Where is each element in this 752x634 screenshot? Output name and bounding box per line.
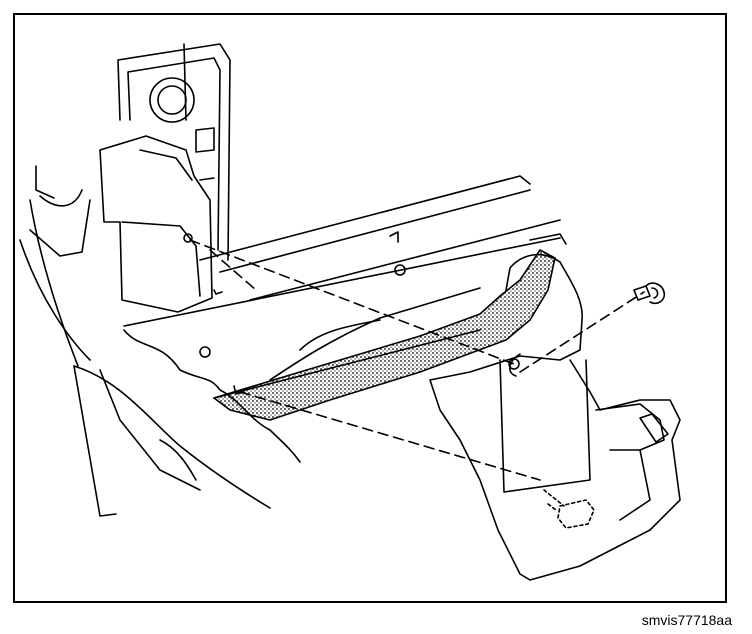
pillar-structure [117,43,231,261]
retainer-hole-lower [508,358,520,370]
figure-id-code: smvis77718aa [641,612,732,628]
alignment-lines [189,239,645,481]
retainer-hole-upper [183,233,193,243]
upper-trim-bracket [99,135,213,313]
hidden-clip-outline [543,489,595,529]
lower-trim-panel [429,233,681,581]
sill-panel [123,175,561,358]
sill-hole-1 [394,264,406,276]
figure-frame [13,13,727,603]
pillar-access-hole [149,77,195,123]
body-panel-left [19,165,117,517]
sill-seal-strip [213,249,556,421]
push-pin-retainer-icon [633,282,666,305]
sill-hole-2 [199,346,211,358]
